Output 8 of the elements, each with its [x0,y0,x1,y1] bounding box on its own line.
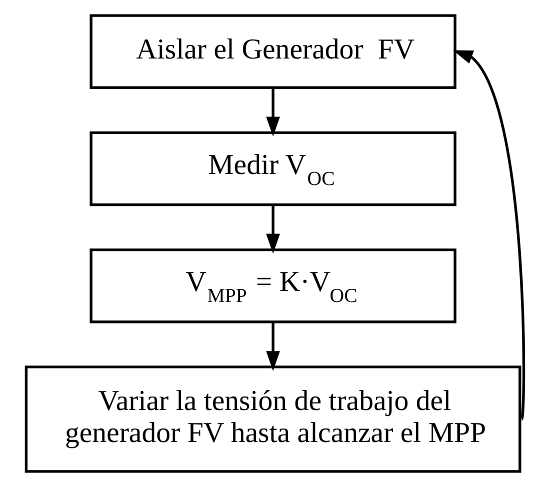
arrow [266,322,280,371]
arrow [266,205,280,254]
node-box: Variar la tensión de trabajo del generador FV hasta alcanzar el MPP [24,366,521,473]
node-box: V$_{MPP}$ = K·V$_{OC}$ [89,248,456,324]
node-box: Aislar el Generador FV [89,14,456,89]
arrow [452,50,525,420]
node-box: Medir V$_{OC}$ [89,131,456,206]
arrow [266,88,280,137]
